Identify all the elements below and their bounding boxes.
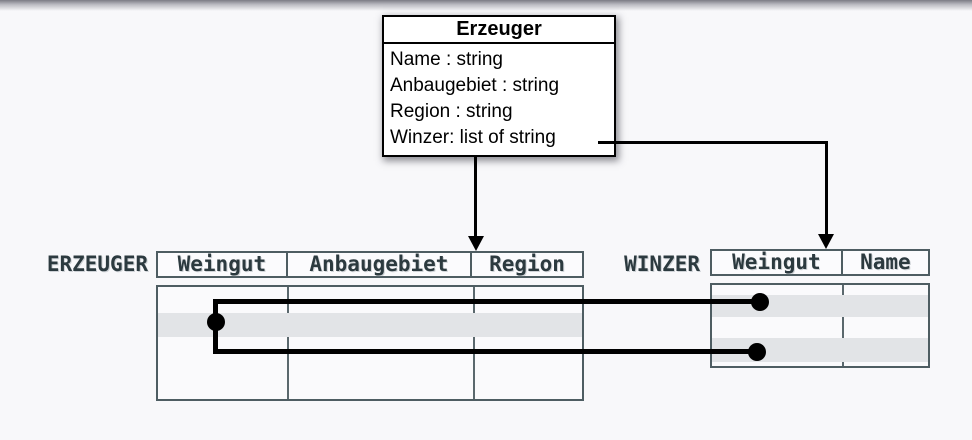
uml-class-title: Erzeuger: [384, 17, 614, 44]
uml-attribute-anbaugebiet: Anbaugebiet : string: [390, 75, 560, 96]
erzeuger-header-anbaugebiet: Anbaugebiet: [288, 253, 473, 276]
erzeuger-table-label: ERZEUGER: [46, 252, 148, 276]
arrow-down-icon: [818, 234, 834, 249]
row-highlight-band: [158, 313, 582, 337]
winzer-header-row: Weingut Name: [710, 249, 930, 276]
uml-class-attributes: Name : string Anbaugebiet : string Regio…: [384, 44, 614, 155]
window-top-shadow: [0, 0, 972, 11]
connector-dot: [748, 343, 766, 361]
winzer-table-body: [710, 283, 930, 368]
column-divider: [287, 287, 289, 399]
arrow-line-class-to-erzeuger: [474, 155, 477, 237]
connector-dot: [751, 293, 769, 311]
erzeuger-header-weingut: Weingut: [158, 253, 288, 276]
erzeuger-header-region: Region: [489, 252, 565, 276]
arrow-line-winzer-horizontal: [598, 141, 828, 144]
uml-class-box-erzeuger: Erzeuger Name : string Anbaugebiet : str…: [382, 15, 616, 157]
uml-attribute-winzer: Winzer: list of string: [390, 127, 556, 148]
uml-attribute-region: Region : string: [390, 101, 513, 122]
column-divider: [842, 285, 844, 366]
fk-connector-top-line: [213, 299, 760, 304]
uml-attribute-name: Name : string: [390, 49, 503, 70]
arrow-down-icon: [468, 236, 484, 251]
connector-dot: [207, 313, 225, 331]
erzeuger-table-body: [156, 285, 584, 401]
winzer-header-weingut: Weingut: [712, 251, 843, 274]
arrow-line-winzer-vertical: [825, 141, 828, 236]
fk-connector-bottom-line: [213, 349, 759, 354]
column-divider: [473, 287, 475, 399]
winzer-table-label: WINZER: [624, 252, 700, 276]
winzer-header-name: Name: [860, 250, 911, 274]
erzeuger-header-row: Weingut Anbaugebiet Region: [156, 251, 584, 278]
